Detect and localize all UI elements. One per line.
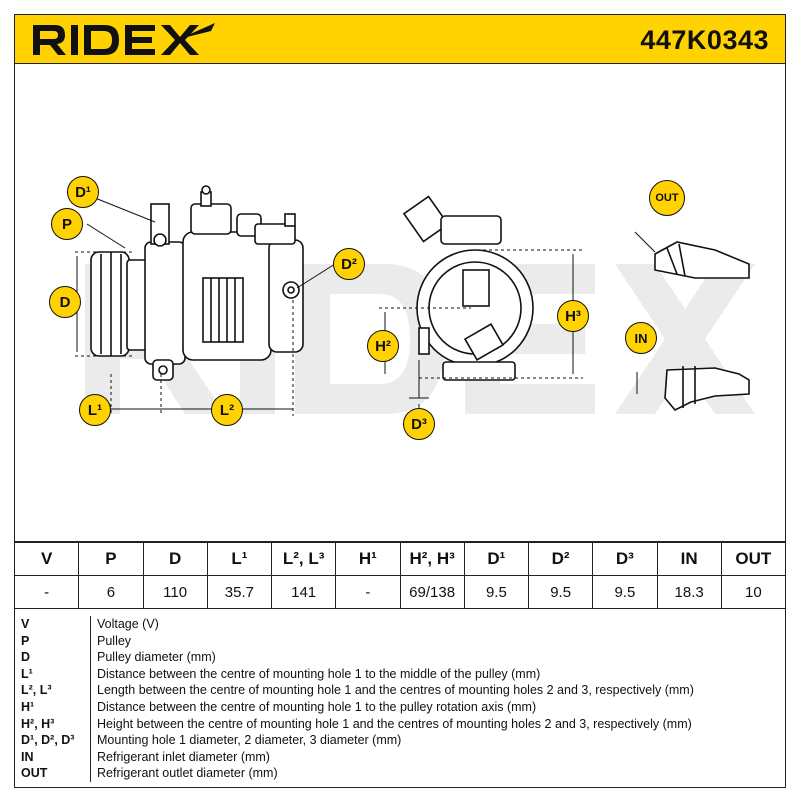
- label-p: P: [51, 208, 83, 240]
- label-in: IN: [625, 322, 657, 354]
- spec-value: -: [13, 575, 80, 609]
- legend-key: OUT: [15, 765, 91, 782]
- spec-header: P: [78, 542, 144, 576]
- legend-row: D Pulley diameter (mm): [15, 649, 785, 666]
- legend-key: D: [15, 649, 91, 666]
- spec-value: 9.5: [592, 575, 658, 609]
- brand-logo: [33, 23, 215, 55]
- spec-value: 141: [270, 575, 337, 609]
- legend-desc: Refrigerant outlet diameter (mm): [97, 766, 278, 781]
- label-d1: D¹: [67, 176, 99, 208]
- legend-row: D¹, D², D³ Mounting hole 1 diameter, 2 di…: [15, 732, 785, 749]
- label-h3: H³: [557, 300, 589, 332]
- spec-value: 10: [720, 575, 787, 609]
- spec-value: 35.7: [206, 575, 273, 609]
- compressor-front-view: [402, 195, 534, 381]
- legend-key: P: [15, 632, 91, 650]
- legend-key: V: [15, 616, 91, 633]
- legend-desc: Pulley diameter (mm): [97, 650, 216, 665]
- outlet-fitting: [634, 231, 750, 279]
- legend-row: IN Refrigerant inlet diameter (mm): [15, 748, 785, 766]
- legend-row: H¹ Distance between the centre of mountin…: [15, 698, 785, 716]
- legend-key: D¹, D², D³: [15, 732, 91, 749]
- legend-row: OUT Refrigerant outlet diameter (mm): [15, 765, 785, 782]
- spec-header: OUT: [720, 542, 787, 576]
- spec-value: 9.5: [527, 575, 594, 609]
- header-bar: 447K0343: [14, 14, 786, 64]
- spec-header: L¹: [206, 542, 273, 576]
- legend-row: L², L³ Length between the centre of mount…: [15, 682, 785, 699]
- legend-desc: Pulley: [97, 633, 132, 648]
- spec-header: D²: [527, 542, 594, 576]
- part-number: 447K0343: [640, 25, 769, 55]
- legend-desc: Refrigerant inlet diameter (mm): [97, 749, 270, 764]
- spec-header: V: [13, 542, 80, 576]
- legend-key: H², H³: [15, 715, 91, 733]
- drawing-canvas: [75, 185, 755, 416]
- spec-header: D: [142, 542, 208, 576]
- label-l2: L²: [211, 394, 243, 426]
- spec-header: IN: [656, 542, 722, 576]
- spec-header: H², H³: [399, 542, 465, 576]
- spec-value-row: - 6 110 35.7 141 - 69/138 9.5 9.5 9.5 18…: [13, 575, 787, 609]
- spec-value: 110: [142, 575, 208, 609]
- spec-value: 6: [78, 575, 144, 609]
- spec-header-row: V P D L¹ L², L³ H¹ H², H³ D¹ D² D³ IN OU…: [13, 542, 787, 576]
- legend-key: L¹: [15, 665, 91, 683]
- spec-header: D³: [592, 542, 658, 576]
- label-h2: H²: [367, 330, 399, 362]
- legend-desc: Distance between the centre of mounting …: [97, 666, 541, 681]
- inlet-fitting: [636, 366, 750, 411]
- legend-desc: Voltage (V): [97, 617, 159, 631]
- spec-value: 69/138: [399, 575, 465, 609]
- legend: V Voltage (V) P Pulley D Pulley diameter (m…: [14, 608, 786, 788]
- legend-key: L², L³: [15, 682, 91, 699]
- legend-row: P Pulley: [15, 632, 785, 650]
- technical-drawing: D¹ P D L¹ L² D² H² H³ D³ OUT IN: [14, 64, 786, 542]
- legend-desc: Length between the centre of mounting ho…: [97, 683, 694, 698]
- spec-value: -: [335, 575, 401, 609]
- label-out: OUT: [649, 180, 685, 216]
- legend-desc: Distance between the centre of mounting …: [97, 699, 537, 714]
- legend-row: L¹ Distance between the centre of mountin…: [15, 665, 785, 683]
- spec-table: V P D L¹ L², L³ H¹ H², H³ D¹ D² D³ IN OU…: [13, 542, 787, 609]
- legend-desc: Mounting hole 1 diameter, 2 diameter, 3 …: [97, 733, 402, 748]
- spec-value: 9.5: [463, 575, 530, 609]
- legend-key: IN: [15, 748, 91, 766]
- label-d2: D²: [333, 248, 365, 280]
- spec-value: 18.3: [656, 575, 722, 609]
- label-d: D: [49, 286, 81, 318]
- label-l1: L¹: [79, 394, 111, 426]
- legend-row: H², H³ Height between the centre of mount…: [15, 715, 785, 733]
- compressor-side-view: [90, 185, 304, 381]
- legend-key: H¹: [15, 698, 91, 716]
- legend-row: V Voltage (V): [15, 616, 785, 633]
- spec-header: H¹: [335, 542, 401, 576]
- spec-header: D¹: [463, 542, 530, 576]
- legend-desc: Height between the centre of mounting ho…: [97, 716, 692, 731]
- label-d3: D³: [403, 408, 435, 440]
- spec-header: L², L³: [270, 542, 337, 576]
